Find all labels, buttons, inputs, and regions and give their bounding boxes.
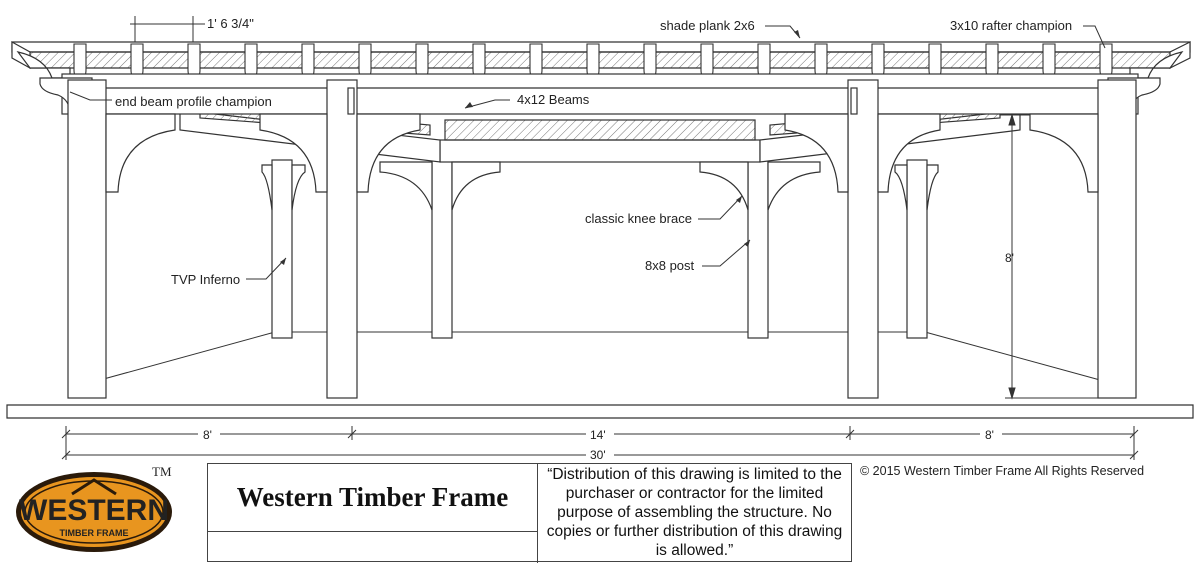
rafter-ends [73,43,1113,81]
post-label: 8x8 post [645,258,695,273]
shade-plank-arrow [794,30,800,38]
front-posts [67,79,1137,399]
svg-text:TIMBER FRAME: TIMBER FRAME [60,528,129,538]
knee-brace-label: classic knee brace [585,211,692,226]
left-bay-dimension: 8' [203,428,212,442]
back-posts [271,144,928,339]
copyright-notice: © 2015 Western Timber Frame All Rights R… [860,464,1145,478]
rafter-spacing-label: 1' 6 3/4" [207,16,254,31]
distribution-notice: “Distribution of this drawing is limited… [546,466,843,559]
rafter-label: 3x10 rafter champion [950,18,1072,33]
height-dimension [1000,113,1098,400]
ground-slab [6,331,1194,419]
tvp-arrow [280,258,286,265]
pergola-elevation-drawing: 8' 8' 14' 8' 30' 1' 6 3 [6,16,1194,460]
western-timber-frame-logo: WESTERN TIMBER FRAME [14,470,174,559]
front-knee-braces [105,113,1099,193]
knee-brace-arrow [736,196,742,203]
right-bay-dimension: 8' [985,428,994,442]
height-dimension-label: 8' [1005,251,1014,265]
beams-arrow [465,102,473,108]
title-block-empty-cell [208,532,538,563]
rafter-spacing-dimension [130,16,205,42]
shade-plank-label: shade plank 2x6 [660,18,755,33]
tvp-label: TVP Inferno [171,272,240,287]
company-name: Western Timber Frame [208,464,538,532]
svg-text:WESTERN: WESTERN [19,494,169,527]
trademark-symbol: TM [152,464,172,479]
overall-dimension: 30' [590,448,606,460]
beams-label: 4x12 Beams [517,92,590,107]
back-knee-braces [261,161,939,211]
end-beam-label: end beam profile champion [115,94,272,109]
title-block: Western Timber Frame “Distribution of th… [207,463,852,563]
front-beams [39,73,1161,115]
center-bay-dimension: 14' [590,428,606,442]
post-arrow [744,240,750,247]
